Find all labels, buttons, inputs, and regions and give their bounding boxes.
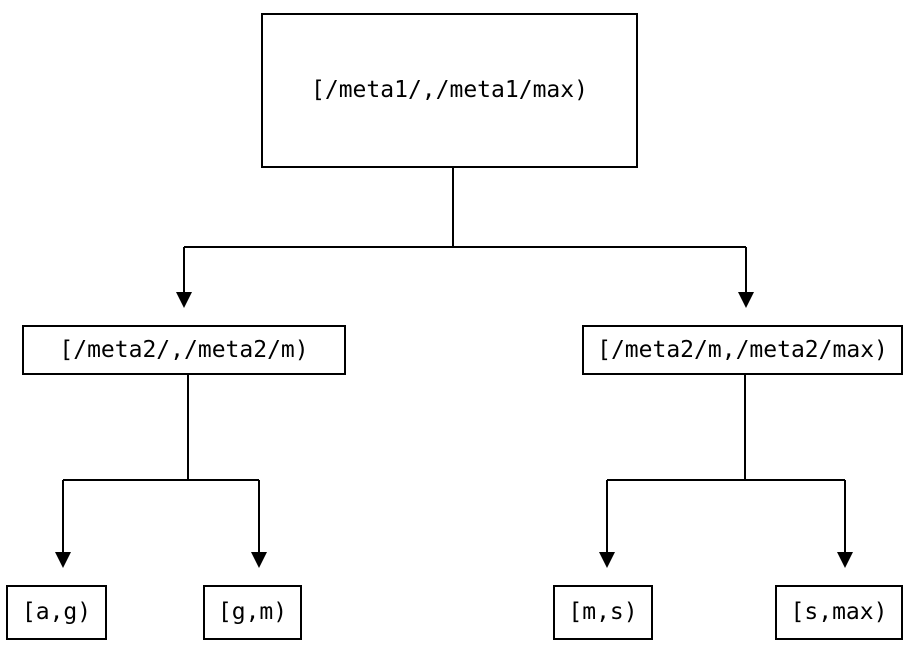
node-root: [/meta1/,/meta1/max) xyxy=(261,13,638,168)
arrowhead-icon xyxy=(599,552,615,568)
node-leaf-smax: [s,max) xyxy=(775,585,903,640)
arrowhead-icon xyxy=(837,552,853,568)
node-leaf-ms: [m,s) xyxy=(553,585,653,640)
node-leaf-smax-label: [s,max) xyxy=(790,599,888,625)
node-level2-right-label: [/meta2/m,/meta2/max) xyxy=(597,336,888,363)
arrowhead-icon xyxy=(176,292,192,308)
edge-lines xyxy=(62,168,846,552)
node-leaf-gm-label: [g,m) xyxy=(217,599,288,625)
node-level2-right: [/meta2/m,/meta2/max) xyxy=(582,325,903,375)
node-level2-left-label: [/meta2/,/meta2/m) xyxy=(59,336,309,363)
arrowhead-icon xyxy=(738,292,754,308)
node-level2-left: [/meta2/,/meta2/m) xyxy=(22,325,346,375)
node-leaf-ag-label: [a,g) xyxy=(21,599,92,625)
arrowhead-icon xyxy=(251,552,267,568)
arrowhead-icon xyxy=(55,552,71,568)
node-leaf-gm: [g,m) xyxy=(203,585,302,640)
node-leaf-ag: [a,g) xyxy=(6,585,107,640)
node-root-label: [/meta1/,/meta1/max) xyxy=(311,77,588,103)
arrowheads xyxy=(55,292,853,568)
node-leaf-ms-label: [m,s) xyxy=(568,599,638,625)
